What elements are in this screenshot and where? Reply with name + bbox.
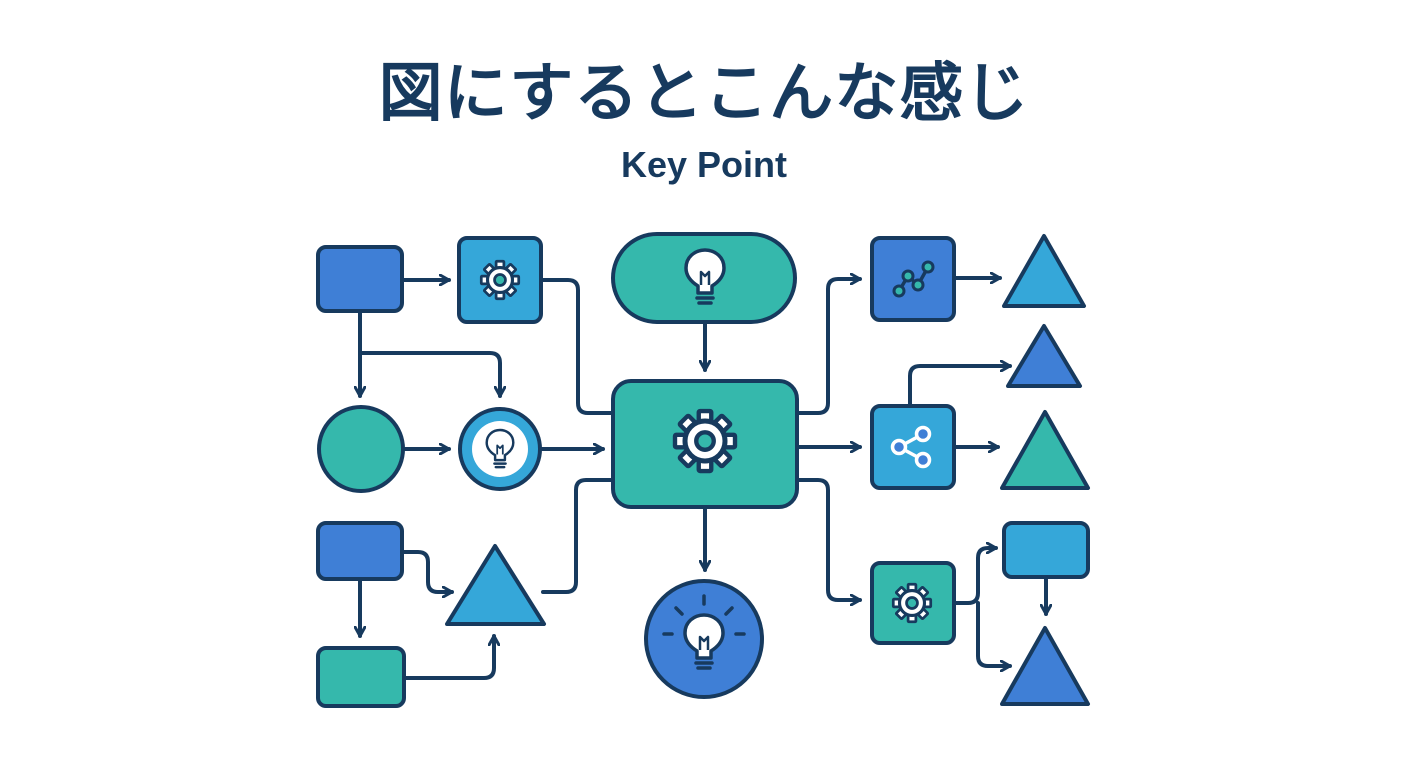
connectors [358,278,1046,680]
process-box-teal [316,646,406,708]
lightbulb-node [458,407,542,491]
connector [796,279,862,415]
central-process-node [611,379,799,509]
page-title: 図にするとこんな感じ [378,57,1030,131]
connector [539,278,614,415]
connector [908,366,1012,408]
triangle-node [1002,234,1086,308]
gear-icon [675,411,735,471]
light-rays-icon [662,594,746,636]
insight-circle-node [644,579,764,699]
process-box-sky [1002,521,1090,579]
triangle-node [1006,324,1082,388]
connector [358,351,500,398]
process-box-blue-lower [316,521,404,581]
triangle-node [1000,626,1090,706]
triangle-node [1000,410,1090,490]
connector [796,478,862,600]
connector [541,478,614,594]
share-node [870,404,956,490]
circle-node-teal [317,405,405,493]
gear-icon [479,259,521,301]
connector [402,634,494,680]
connector [402,550,454,592]
gear-icon [891,582,933,624]
idea-pill-node [611,232,797,324]
chart-node [870,236,956,322]
triangle-node-left [445,544,546,626]
gear-node-right [870,561,956,645]
gear-node [457,236,543,324]
page-subtitle: Key Point [620,144,788,185]
connector [952,548,998,605]
connector [976,601,1012,666]
process-box-blue [316,245,404,313]
